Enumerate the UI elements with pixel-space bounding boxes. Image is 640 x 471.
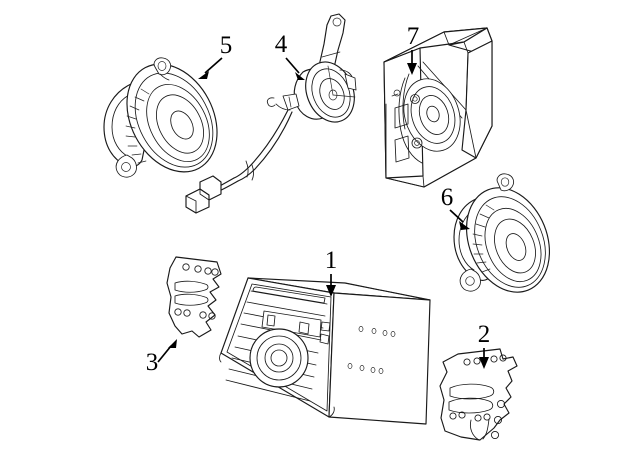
part-radio-receiver-head-unit[interactable] bbox=[219, 277, 431, 425]
callout-leader-4 bbox=[285, 57, 305, 80]
chassis-vent-holes-lower bbox=[347, 363, 384, 374]
callout-number-3[interactable]: 3 bbox=[146, 349, 159, 376]
harness-connector bbox=[185, 175, 222, 214]
callout-leader-5 bbox=[198, 57, 223, 79]
callout-leader-6 bbox=[449, 209, 470, 230]
callout-number-1[interactable]: 1 bbox=[325, 247, 338, 274]
callout-number-4[interactable]: 4 bbox=[275, 31, 288, 58]
chassis-vent-holes-upper bbox=[358, 326, 396, 337]
part-door-speaker-front[interactable] bbox=[103, 48, 235, 187]
part-mounting-bracket-left[interactable] bbox=[166, 256, 222, 338]
callout-leader-7 bbox=[407, 50, 417, 75]
callout-leader-3 bbox=[157, 339, 177, 363]
part-mounting-bracket-right[interactable] bbox=[439, 348, 518, 441]
part-door-speaker-rear[interactable] bbox=[452, 173, 565, 305]
callout-leader-1 bbox=[326, 274, 336, 297]
callout-number-6[interactable]: 6 bbox=[441, 184, 454, 211]
callout-number-7[interactable]: 7 bbox=[407, 23, 420, 50]
part-subwoofer-enclosure[interactable] bbox=[383, 27, 493, 188]
part-tweeter-speaker-with-harness[interactable] bbox=[185, 13, 363, 214]
callout-leader-2 bbox=[479, 348, 489, 369]
callout-number-2[interactable]: 2 bbox=[478, 321, 491, 348]
callout-number-5[interactable]: 5 bbox=[220, 32, 233, 59]
